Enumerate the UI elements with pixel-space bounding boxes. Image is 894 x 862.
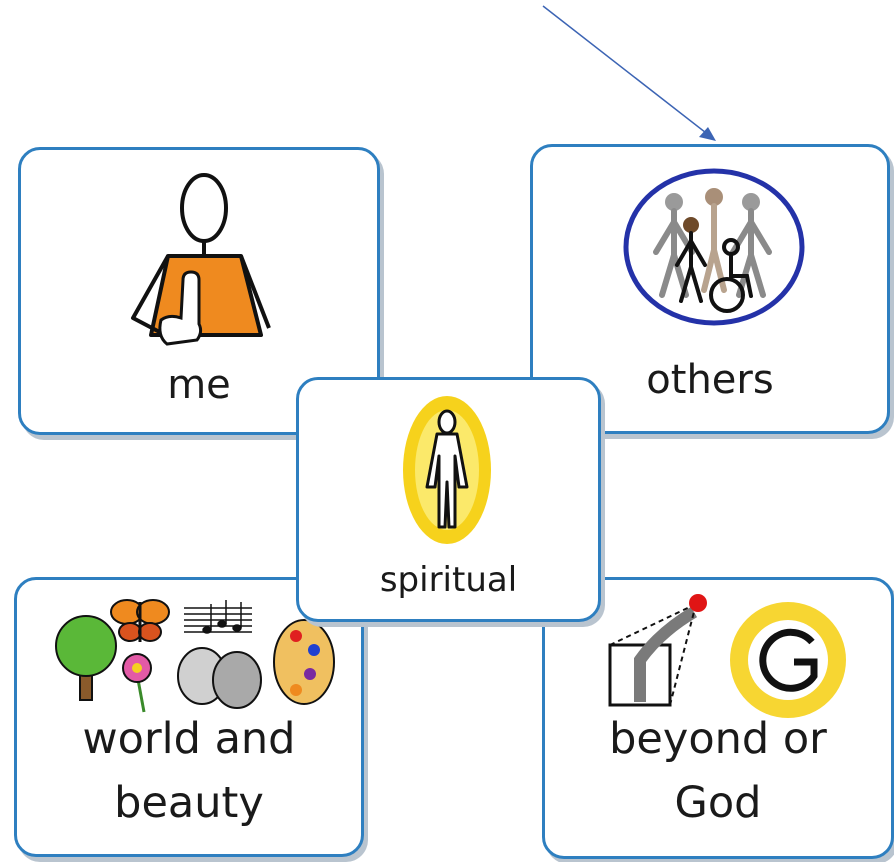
card-world-line2: beauty (114, 778, 264, 828)
music-notes-icon (184, 600, 252, 634)
god-icon (730, 602, 846, 718)
card-me-label: me (167, 362, 231, 408)
group-of-people-icon (623, 168, 805, 326)
card-others: others (530, 144, 890, 434)
tree-icon (55, 615, 117, 701)
card-world-and-beauty: world and beauty (14, 577, 364, 857)
card-beyond-line1: beyond or (609, 714, 827, 764)
nature-music-art-icons (55, 599, 335, 713)
pointer-arrow (542, 5, 716, 141)
card-world-line1: world and (82, 714, 296, 764)
glowing-figure-icon (403, 396, 491, 544)
card-beyond-or-god: beyond or God (542, 577, 894, 859)
flower-icon (122, 653, 152, 713)
beyond-icon (608, 594, 707, 707)
palette-icon (273, 619, 335, 705)
person-pointing-self-icon (131, 173, 271, 346)
card-spiritual: spiritual (296, 377, 601, 622)
card-spiritual-label: spiritual (379, 560, 518, 600)
card-beyond-line2: God (674, 778, 762, 828)
card-others-label: others (646, 357, 774, 403)
beyond-and-god-icons (608, 594, 846, 718)
butterfly-icon (110, 599, 170, 642)
card-me: me (18, 147, 380, 435)
theatre-masks-icon (177, 647, 262, 709)
